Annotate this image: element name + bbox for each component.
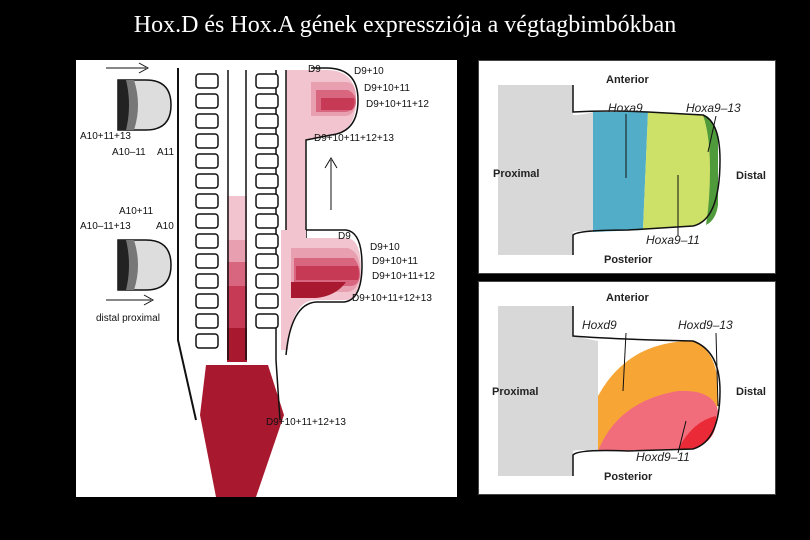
hoxd-body-diagram-panel: D9 D9+10 D9+10+11 D9+10+11+12 D9+10+11+1… bbox=[76, 60, 457, 497]
hoxa-anterior: Anterior bbox=[606, 74, 650, 86]
label-a10-mid: A10 bbox=[156, 221, 174, 232]
axis-band-dark bbox=[227, 286, 247, 328]
tail-bud bbox=[200, 365, 284, 497]
somites-left bbox=[195, 73, 219, 349]
hoxd-limb-diagram: Anterior Posterior Proximal Distal Hoxd9… bbox=[478, 281, 776, 495]
label-distal-proximal: distal proximal bbox=[96, 313, 160, 324]
label-d9-13-top: D9+10+11+12+13 bbox=[314, 133, 394, 144]
hoxa-proximal: Proximal bbox=[493, 168, 539, 180]
label-a10-13-top: A10+11+13 bbox=[80, 131, 131, 142]
hoxd-gene1: Hoxd9 bbox=[582, 318, 617, 332]
arrow-up-icon bbox=[324, 157, 338, 210]
label-d9-11-mid: D9+10+11 bbox=[372, 256, 418, 267]
label-d9-13-bot: D9+10+11+12+13 bbox=[266, 417, 346, 428]
hoxa-bud-top bbox=[117, 79, 172, 131]
hoxa-gene2: Hoxa9–13 bbox=[686, 101, 741, 115]
label-d9-10-top: D9+10 bbox=[354, 66, 384, 77]
hoxd-distal: Distal bbox=[736, 386, 766, 398]
label-d9-10-mid: D9+10 bbox=[370, 242, 400, 253]
hoxd-bud-grey bbox=[498, 306, 598, 476]
hoxd-gene3: Hoxd9–11 bbox=[636, 450, 690, 464]
trunk-outline bbox=[177, 68, 197, 421]
label-d9-13-mid: D9+10+11+12+13 bbox=[352, 293, 432, 304]
axis-band-light bbox=[227, 240, 247, 262]
hoxa-bud-mid bbox=[117, 239, 172, 291]
axis-band-darkest bbox=[227, 328, 247, 362]
label-a10-11-top: A10–11 bbox=[112, 147, 146, 158]
forelimb-bud bbox=[285, 67, 359, 256]
hoxa-bud-grey bbox=[498, 85, 593, 255]
label-a10-13-mid: A10–11+13 bbox=[80, 221, 131, 232]
label-d9-top: D9 bbox=[308, 64, 321, 75]
hoxa-zone-green bbox=[703, 115, 718, 225]
hindlimb-bud bbox=[281, 229, 363, 356]
hoxa-gene3: Hoxa9–11 bbox=[646, 233, 700, 247]
label-d9-mid: D9 bbox=[338, 231, 351, 242]
hoxd-limb-panel: Anterior Posterior Proximal Distal Hoxd9… bbox=[478, 281, 776, 495]
hoxd-anterior: Anterior bbox=[606, 292, 650, 304]
axis-band-mid bbox=[227, 262, 247, 286]
label-a11-top: A11 bbox=[157, 147, 174, 158]
somites-right bbox=[255, 73, 279, 329]
hoxd-proximal: Proximal bbox=[492, 386, 538, 398]
hoxd-body-diagram: D9 D9+10 D9+10+11 D9+10+11+12 D9+10+11+1… bbox=[80, 62, 435, 497]
arrow-right-top-icon bbox=[106, 62, 150, 74]
hoxa-zone-lime bbox=[643, 112, 713, 230]
hoxa-gene1: Hoxa9 bbox=[608, 101, 643, 115]
arrow-right-bot-icon bbox=[106, 294, 155, 306]
hoxd-posterior: Posterior bbox=[604, 471, 653, 483]
hoxa-limb-panel: Anterior Posterior Proximal Distal Hoxa9… bbox=[478, 60, 776, 274]
hoxa-bud-outline bbox=[572, 85, 721, 255]
hoxa-zone-blue bbox=[593, 112, 648, 232]
hoxd-gene2: Hoxd9–13 bbox=[678, 318, 733, 332]
hoxa-posterior: Posterior bbox=[604, 254, 653, 266]
page-title: Hox.D és Hox.A gének expressziója a végt… bbox=[133, 12, 677, 38]
hoxa-distal: Distal bbox=[736, 170, 766, 182]
label-d9-12-top: D9+10+11+12 bbox=[366, 99, 429, 110]
label-d9-11-top: D9+10+11 bbox=[364, 83, 410, 94]
label-a10-11-mid: A10+11 bbox=[119, 206, 153, 217]
hoxa-limb-diagram: Anterior Posterior Proximal Distal Hoxa9… bbox=[478, 60, 776, 274]
label-d9-12-mid: D9+10+11+12 bbox=[372, 271, 435, 282]
axis-band-lightest bbox=[227, 196, 247, 240]
